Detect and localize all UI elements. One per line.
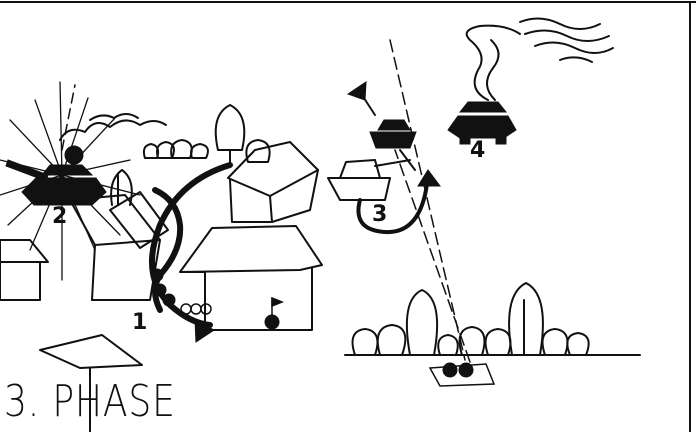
arrow-head-3-up bbox=[348, 82, 366, 100]
smoke-trail-2 bbox=[60, 114, 166, 140]
phase-title: 3. PHASE bbox=[4, 380, 176, 424]
marker-2: 2 bbox=[52, 206, 67, 228]
arrow-3-maneuver bbox=[358, 184, 427, 232]
marker-3: 3 bbox=[372, 204, 387, 226]
marker-1: 1 bbox=[132, 312, 147, 334]
tank-icon-3-outline bbox=[328, 150, 415, 200]
tank-icon-3 bbox=[370, 120, 416, 148]
marker-4: 4 bbox=[470, 140, 485, 162]
flag-icon bbox=[272, 298, 282, 315]
tree-line-right bbox=[345, 283, 640, 355]
house-far-left bbox=[0, 240, 48, 300]
house-main bbox=[180, 226, 322, 330]
smoke-plume-icon bbox=[467, 18, 613, 100]
soldier-icon-group-1 bbox=[151, 269, 279, 329]
soldier-icon-open bbox=[181, 304, 211, 314]
tank-icon-2 bbox=[6, 146, 106, 205]
line-of-fire-3 bbox=[390, 40, 470, 362]
house-village-top bbox=[228, 142, 318, 222]
